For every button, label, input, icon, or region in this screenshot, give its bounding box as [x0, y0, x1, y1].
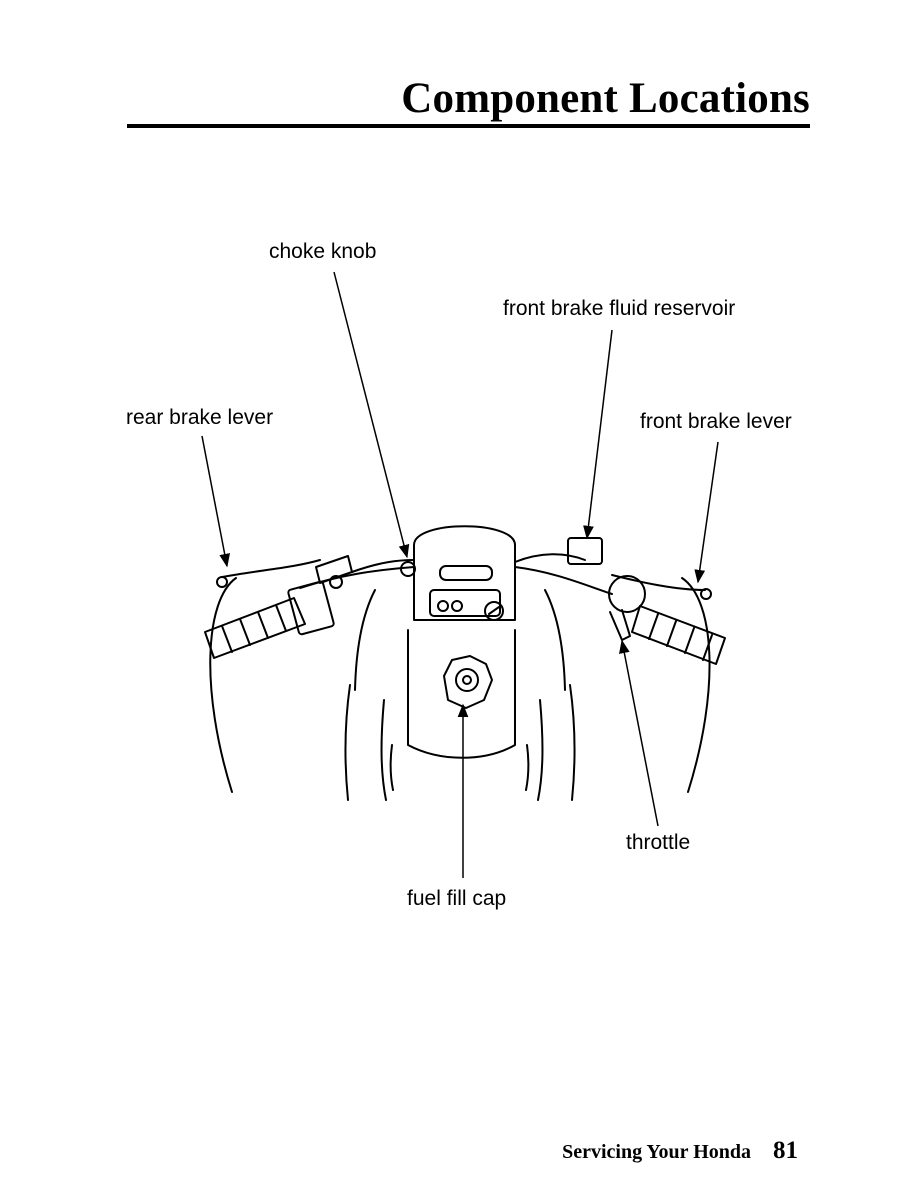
page-title: Component Locations [401, 75, 810, 122]
label-front-brake-fluid-reservoir: front brake fluid reservoir [503, 297, 736, 320]
atv-body [204, 525, 726, 801]
footer-section-title: Servicing Your Honda [562, 1141, 751, 1163]
label-front-brake-lever: front brake lever [640, 410, 792, 433]
title-rule [127, 124, 810, 128]
page-number: 81 [773, 1137, 798, 1164]
label-fuel-fill-cap: fuel fill cap [407, 887, 507, 910]
callout-lines [201, 271, 719, 878]
label-choke-knob: choke knob [269, 240, 377, 263]
label-throttle: throttle [626, 831, 691, 854]
label-rear-brake-lever: rear brake lever [126, 406, 274, 429]
page-footer: Servicing Your Honda 81 [562, 1137, 798, 1165]
